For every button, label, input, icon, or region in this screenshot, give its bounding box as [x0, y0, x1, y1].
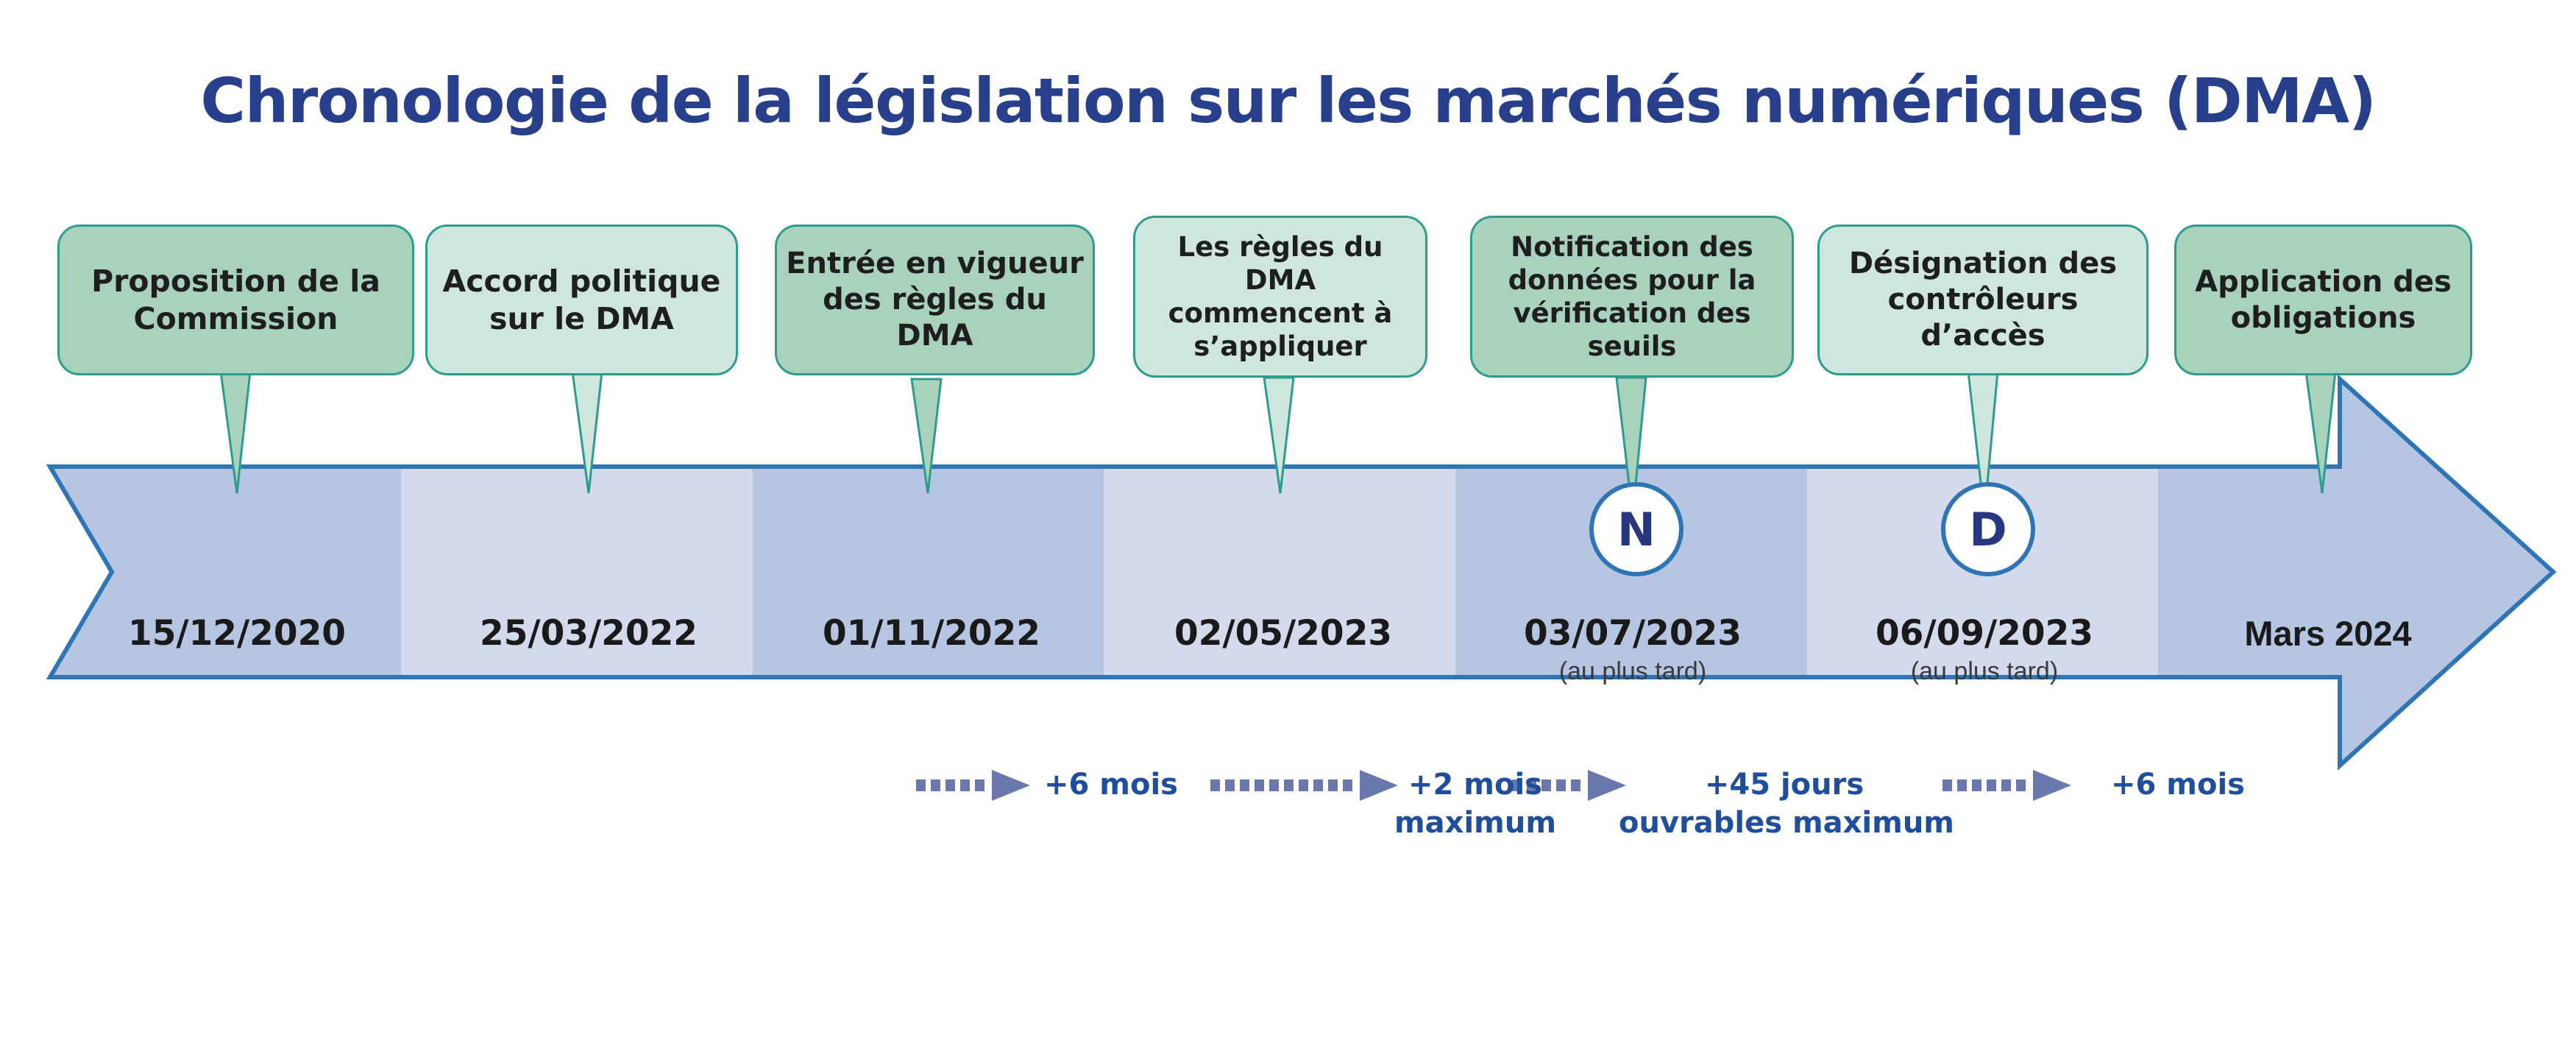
callout-line: Accord politique — [442, 264, 721, 300]
callout-box-notification-donnees[interactable]: Notification des données pour la vérific… — [1470, 216, 1794, 378]
callout-box-regles-sappliquer[interactable]: Les règles du DMA commencent à s’appliqu… — [1133, 216, 1427, 378]
duration-label-line: +6 mois — [1044, 768, 1178, 802]
callout-line: Les règles du DMA — [1177, 230, 1383, 296]
callout-box-entree-en-vigueur[interactable]: Entrée en vigueur des règles du DMA — [775, 224, 1095, 375]
duration-label-line: +6 mois — [2111, 768, 2245, 802]
callout-box-proposition[interactable]: Proposition de la Commission — [57, 224, 414, 375]
callout-line: Désignation des — [1848, 247, 2118, 281]
callout-line: Application des — [2195, 264, 2452, 299]
callout-line: Entrée en vigueur — [786, 247, 1084, 281]
duration-arrow-1 — [1210, 770, 1398, 801]
marker-letter: N — [1617, 502, 1656, 556]
callout-text: Application des obligations — [2195, 264, 2452, 336]
timeline-date-3: 02/05/2023 — [1174, 613, 1392, 654]
timeline-date-5: 06/09/2023 — [1876, 613, 2093, 654]
callout-box-designation-controleurs[interactable]: Désignation des contrôleurs d’accès — [1817, 224, 2149, 375]
callout-line: s’appliquer — [1193, 330, 1367, 363]
callout-line: Proposition de la — [91, 264, 380, 300]
duration-arrow-0 — [916, 770, 1030, 801]
marker-letter: D — [1969, 502, 2007, 556]
duration-label-line: +2 mois — [1408, 768, 1542, 802]
callout-box-application-obligations[interactable]: Application des obligations — [2174, 224, 2472, 375]
milestone-marker-d[interactable]: D — [1941, 482, 2035, 576]
page-title: Chronologie de la législation sur les ma… — [200, 65, 2377, 137]
callout-line: sur le DMA — [489, 300, 674, 336]
callout-text: Les règles du DMA commencent à s’appliqu… — [1143, 230, 1418, 364]
band-outline — [46, 374, 2557, 771]
callout-text: Entrée en vigueur des règles du DMA — [784, 246, 1085, 353]
duration-label-0: +6 mois — [1015, 766, 1207, 804]
callout-box-accord-politique[interactable]: Accord politique sur le DMA — [425, 224, 738, 375]
duration-label-line: +45 jours — [1704, 768, 1864, 802]
callout-line: vérification des seuils — [1513, 297, 1751, 363]
duration-label-3: +6 mois — [2082, 766, 2274, 804]
callout-text: Proposition de la Commission — [91, 263, 380, 336]
timeline-date-0: 15/12/2020 — [128, 613, 346, 654]
timeline-note-5: (au plus tard) — [1910, 657, 2059, 685]
timeline-date-1: 25/03/2022 — [480, 613, 698, 654]
duration-label-1: +2 mois maximum — [1376, 766, 1575, 842]
milestone-marker-n[interactable]: N — [1589, 482, 1683, 576]
callout-line: des règles du DMA — [823, 283, 1047, 353]
callout-line: Commission — [133, 300, 338, 336]
callout-pointer-4 — [1615, 376, 1647, 516]
timeline-date-2: 01/11/2022 — [823, 613, 1040, 654]
callout-pointer-3 — [1263, 376, 1295, 494]
duration-arrow-2 — [1512, 770, 1626, 801]
callout-text: Désignation des contrôleurs d’accès — [1827, 246, 2139, 353]
timeline-date-6: Mars 2024 — [2244, 614, 2412, 653]
duration-arrow-3 — [1942, 770, 2071, 801]
duration-label-line: ouvrables maximum — [1619, 806, 1954, 840]
callout-pointer-2 — [910, 378, 943, 494]
callout-line: commencent à — [1168, 297, 1393, 329]
timeline-note-4: (au plus tard) — [1558, 657, 1707, 685]
duration-label-2: +45 jours ouvrables maximum — [1619, 766, 1954, 842]
duration-label-line: maximum — [1394, 806, 1557, 840]
callout-text: Notification des données pour la vérific… — [1480, 230, 1784, 364]
timeline-date-4: 03/07/2023 — [1524, 613, 1742, 654]
callout-line: données pour la — [1508, 264, 1756, 296]
callout-line: contrôleurs d’accès — [1887, 283, 2079, 353]
callout-text: Accord politique sur le DMA — [443, 263, 721, 336]
callout-line: obligations — [2230, 300, 2416, 335]
callout-line: Notification des — [1511, 230, 1753, 263]
